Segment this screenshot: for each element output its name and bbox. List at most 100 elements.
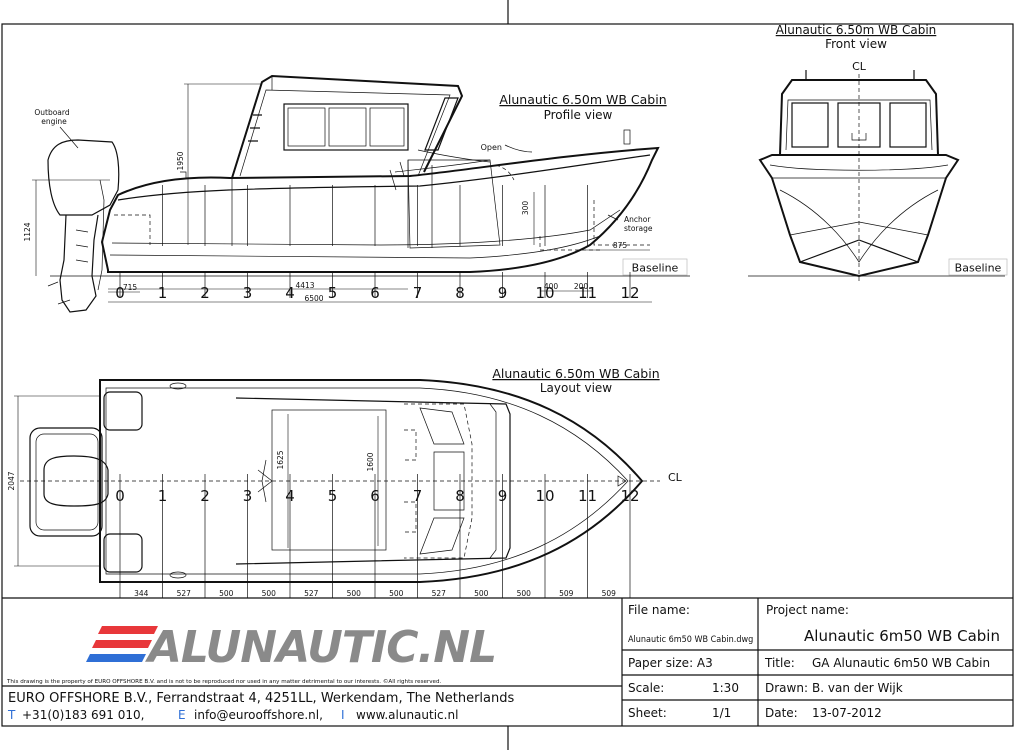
profile-station-label: 3 xyxy=(243,284,253,302)
leader-anchor xyxy=(607,214,619,221)
dim-875: 875 xyxy=(613,241,628,250)
layout-station-label: 0 xyxy=(115,487,125,505)
cabin-floor xyxy=(271,409,387,551)
layout-spacing-label: 500 xyxy=(219,589,234,598)
dim-2047: 2047 xyxy=(7,471,16,490)
profile-view: Alunautic 6.50m WB Cabin Profile view Ou… xyxy=(23,74,690,313)
profile-station-label: 1 xyxy=(158,284,168,302)
sheer-line xyxy=(117,154,651,201)
engine-top-view xyxy=(43,455,109,507)
drawn-value: B. van der Wijk xyxy=(812,681,903,695)
profile-station-label: 6 xyxy=(370,284,380,302)
chine-line xyxy=(111,209,621,246)
layout-station-label: 6 xyxy=(370,487,380,505)
layout-station-label: 10 xyxy=(535,487,554,505)
profile-station-label: 8 xyxy=(455,284,465,302)
keel-line xyxy=(109,235,601,259)
profile-station-label: 9 xyxy=(498,284,508,302)
contact-i: I xyxy=(341,708,345,722)
layout-station-label: 11 xyxy=(578,487,597,505)
dim-200: 200 xyxy=(574,282,589,291)
interior-dashed xyxy=(114,214,600,251)
date-label: Date: xyxy=(765,706,798,720)
layout-station-label: 12 xyxy=(620,487,639,505)
dim-1625: 1625 xyxy=(276,450,285,469)
sheet-label: Sheet: xyxy=(628,706,667,720)
front-baseline-box xyxy=(948,258,1008,276)
contact-t: T xyxy=(7,708,16,722)
layout-spacing-label: 527 xyxy=(177,589,192,598)
layout-spacing-label: 509 xyxy=(559,589,574,598)
label-anchor: Anchor xyxy=(624,215,651,224)
layout-spacing-label: 500 xyxy=(262,589,277,598)
title-label: Title: xyxy=(764,656,795,670)
layout-station-label: 3 xyxy=(243,487,253,505)
layout-hull-outline xyxy=(99,379,644,583)
file-name-label: File name: xyxy=(628,603,690,617)
contact-web: www.alunautic.nl xyxy=(356,708,458,722)
layout-hull-inner xyxy=(105,387,629,575)
layout-view-title: Alunautic 6.50m WB Cabin xyxy=(492,366,659,381)
scale-value: 1:30 xyxy=(712,681,739,695)
layout-spacing-label: 500 xyxy=(517,589,532,598)
dim-715: 715 xyxy=(123,283,138,292)
layout-spacing-label: 509 xyxy=(602,589,617,598)
bow-cleat xyxy=(623,129,631,145)
dim-6500: 6500 xyxy=(304,294,323,303)
profile-station-label: 5 xyxy=(328,284,338,302)
title-value: GA Alunautic 6m50 WB Cabin xyxy=(812,656,990,670)
date-value: 13-07-2012 xyxy=(812,706,882,720)
layout-spacing-label: 500 xyxy=(474,589,489,598)
layout-cl-label: CL xyxy=(668,471,683,484)
layout-spacing-label: 500 xyxy=(389,589,404,598)
profile-station-label: 11 xyxy=(578,284,597,302)
layout-spacing-label: 500 xyxy=(347,589,362,598)
dim-4413: 4413 xyxy=(295,281,314,290)
layout-spacing-label: 527 xyxy=(304,589,319,598)
sheet-value: 1/1 xyxy=(712,706,731,720)
anchor-locker xyxy=(593,200,650,246)
file-name-value: Alunautic 6m50 WB Cabin.dwg xyxy=(628,635,753,645)
dim-400: 400 xyxy=(544,282,559,291)
baseline-label-front: Baseline xyxy=(955,262,1002,275)
open-swing-arc xyxy=(495,164,515,181)
baseline-label-profile: Baseline xyxy=(632,262,679,275)
front-view: Alunautic 6.50m WB Cabin Front view CL B… xyxy=(748,23,1008,282)
dim-300: 300 xyxy=(521,201,530,216)
layout-station-label: 5 xyxy=(328,487,338,505)
title-block: ALUNAUTIC.NL This drawing is the propert… xyxy=(2,597,1013,726)
contact-phone: +31(0)183 691 010, xyxy=(22,708,144,722)
hull-outline xyxy=(100,146,660,273)
front-hull xyxy=(758,154,960,278)
dim-1124: 1124 xyxy=(23,222,32,241)
label-outboard: Outboard xyxy=(34,108,69,117)
outboard-engine-profile xyxy=(47,139,120,313)
label-open: Open xyxy=(481,143,502,152)
cabin-walls-plan xyxy=(235,397,511,565)
layout-station-label: 2 xyxy=(200,487,210,505)
drawn-label: Drawn: xyxy=(765,681,808,695)
front-view-subtitle: Front view xyxy=(825,37,887,51)
label-engine: engine xyxy=(41,117,67,126)
layout-station-label: 9 xyxy=(498,487,508,505)
paper-size: Paper size: A3 xyxy=(628,656,713,670)
front-view-title: Alunautic 6.50m WB Cabin xyxy=(776,23,937,37)
aft-seat-starboard xyxy=(103,533,143,573)
cabin-profile xyxy=(180,74,501,249)
profile-view-subtitle: Profile view xyxy=(544,108,613,122)
front-cl-label: CL xyxy=(852,60,867,73)
profile-station-label: 0 xyxy=(115,284,125,302)
profile-station-label: 2 xyxy=(200,284,210,302)
profile-view-title: Alunautic 6.50m WB Cabin xyxy=(499,92,666,107)
company-address: EURO OFFSHORE B.V., Ferrandstraat 4, 425… xyxy=(8,691,514,706)
contact-e: E xyxy=(178,708,186,722)
layout-view: Alunautic 6.50m WB Cabin Layout view CL … xyxy=(7,366,683,599)
profile-station-label: 7 xyxy=(413,284,423,302)
project-name-value: Alunautic 6m50 WB Cabin xyxy=(804,627,1000,645)
layout-spacing-label: 527 xyxy=(432,589,447,598)
baseline-box xyxy=(622,258,688,276)
